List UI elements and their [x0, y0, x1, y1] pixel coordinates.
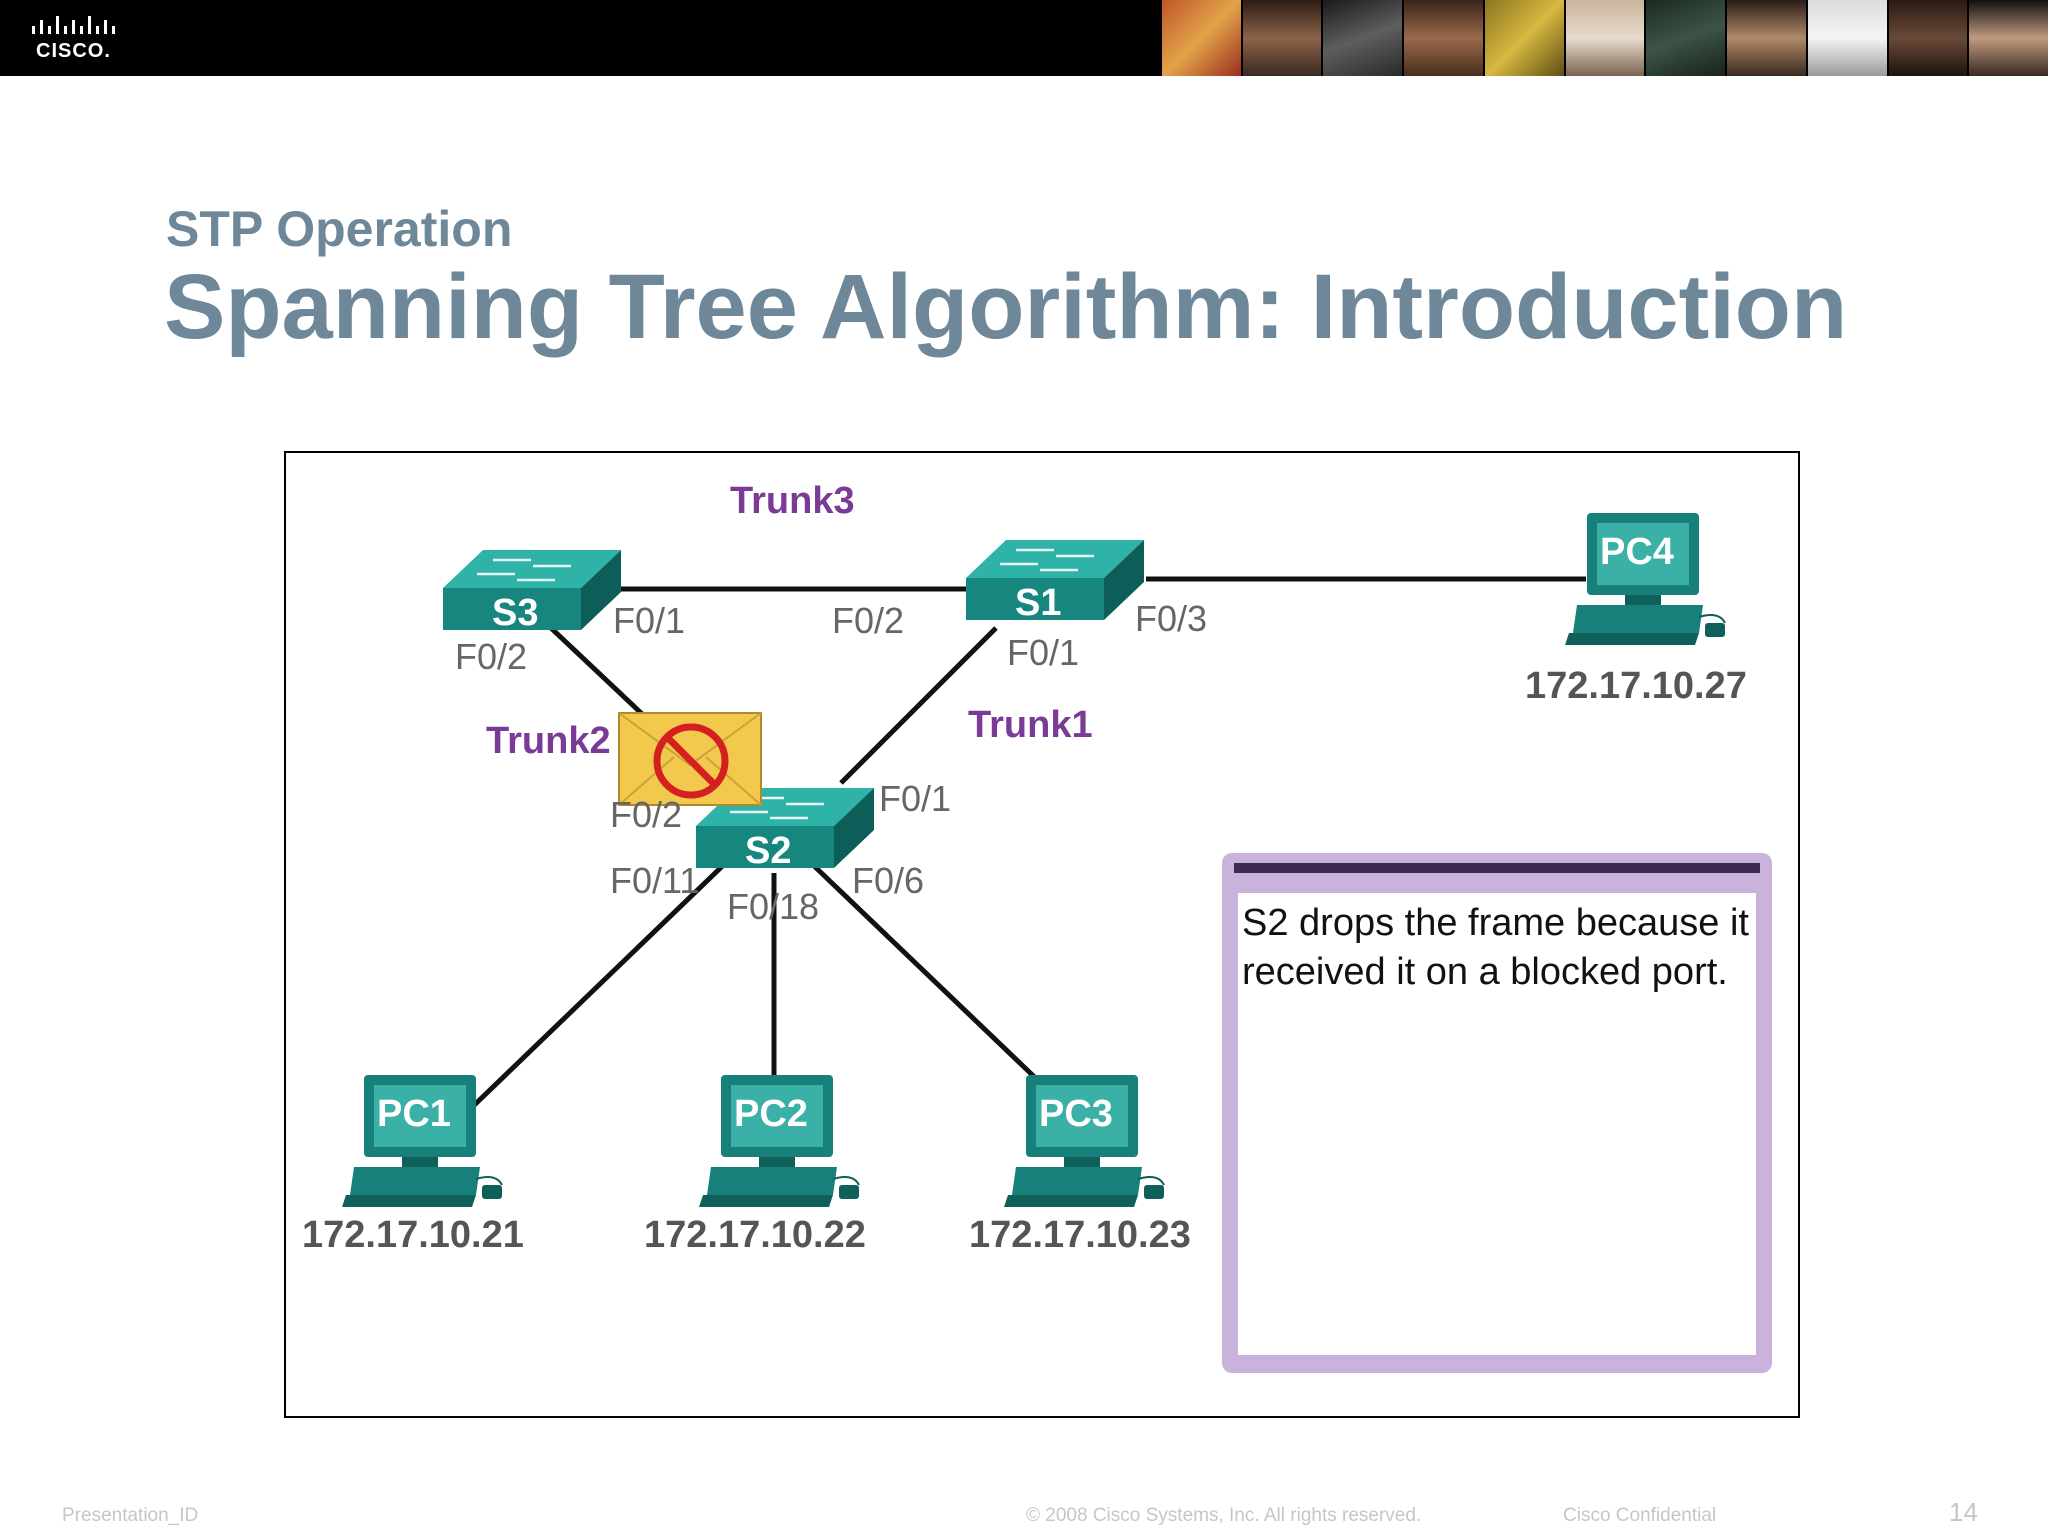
trunk1-link	[839, 626, 998, 785]
pc2-ip: 172.17.10.22	[644, 1214, 866, 1256]
trunk1-label: Trunk1	[968, 704, 1093, 746]
s3-port-f02: F0/2	[455, 636, 527, 677]
footer-confidential: Cisco Confidential	[1563, 1505, 1717, 1526]
s1-port-f02: F0/2	[832, 600, 904, 641]
trunk3-label: Trunk3	[730, 480, 855, 522]
s2-pc3-link	[809, 861, 1048, 1090]
pc3-label: PC3	[1039, 1093, 1113, 1135]
footer-presentation-id: Presentation_ID	[62, 1505, 199, 1526]
stp-topology-diagram: Trunk3 Trunk2 Trunk1 S3 S1 S2 PC1 PC2 PC…	[284, 451, 1800, 1418]
s1-port-f01: F0/1	[1007, 632, 1079, 673]
pc1-label: PC1	[377, 1093, 451, 1135]
s2-port-f01: F0/1	[879, 778, 951, 819]
blocked-frame-icon	[618, 712, 762, 806]
s1-port-f03: F0/3	[1135, 598, 1207, 639]
trunk2-label: Trunk2	[486, 720, 611, 762]
s2-port-f011: F0/11	[610, 860, 699, 901]
info-box	[1222, 853, 1772, 1373]
info-box-message: S2 drops the frame because it received i…	[1242, 902, 1749, 993]
network-links	[464, 576, 1586, 1115]
s2-port-f02: F0/2	[610, 794, 682, 835]
pc3-ip: 172.17.10.23	[969, 1214, 1191, 1256]
slide-title: Spanning Tree Algorithm: Introduction	[164, 256, 1848, 358]
switch-s3-label: S3	[492, 592, 538, 634]
cisco-logo-icon	[32, 16, 115, 34]
pc4-ip: 172.17.10.27	[1525, 665, 1747, 707]
s2-port-f06: F0/6	[852, 860, 924, 901]
banner-photo-strip	[1160, 0, 2048, 76]
switch-s1-label: S1	[1015, 582, 1061, 624]
s3-port-f01: F0/1	[613, 600, 685, 641]
page-number: 14	[1949, 1497, 1978, 1527]
pc4-label: PC4	[1600, 531, 1674, 573]
pc1-ip: 172.17.10.21	[302, 1214, 524, 1256]
slide-subtitle: STP Operation	[166, 201, 513, 257]
cisco-logo-text: CISCO.	[36, 40, 111, 62]
s2-pc1-link	[464, 851, 738, 1115]
s2-port-f018: F0/18	[727, 886, 819, 927]
pc2-label: PC2	[734, 1093, 808, 1135]
switch-s2-label: S2	[745, 830, 791, 872]
footer-copyright: © 2008 Cisco Systems, Inc. All rights re…	[1026, 1505, 1422, 1526]
top-banner: CISCO.	[0, 0, 2048, 76]
